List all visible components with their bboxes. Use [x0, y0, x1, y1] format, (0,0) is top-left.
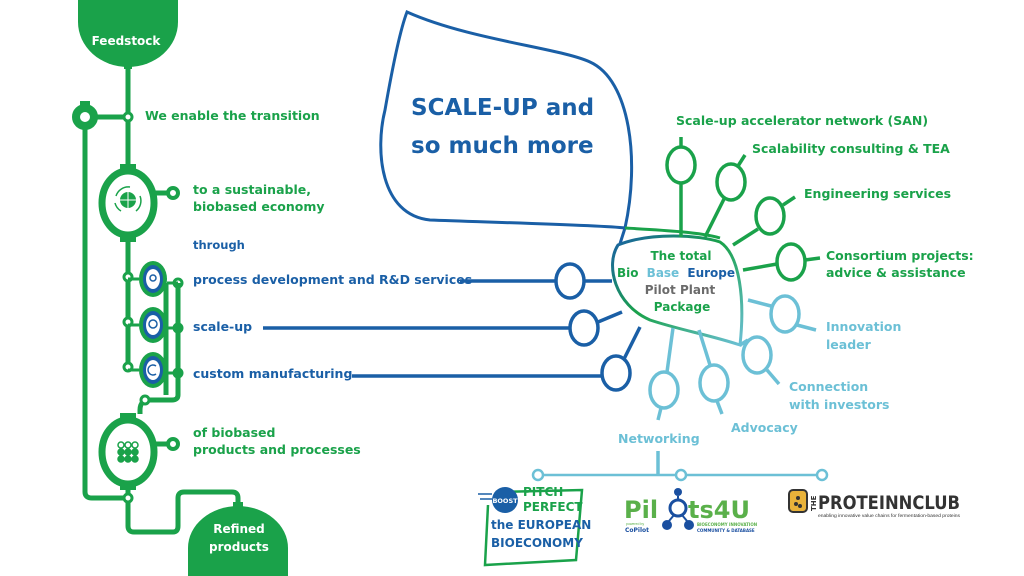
logo-pitch-perfect[interactable]: BOOST PITCH PERFECT the EUROPEAN BIOECON…: [478, 485, 591, 567]
pilots-name-a: Pil: [624, 496, 658, 524]
pitch-line-3: the EUROPEAN: [491, 518, 591, 532]
branch-node: [600, 354, 632, 392]
branch-label-innovation-1: Innovation: [826, 319, 901, 334]
hub-line-1: The total: [651, 249, 712, 263]
service-label-rd: process development and R&D services: [193, 272, 472, 287]
branch-node: [698, 363, 730, 403]
protein-name: PROTEINNCLUB: [818, 492, 960, 514]
sustainable-text-2: biobased economy: [193, 199, 325, 214]
logo-proteinnclub[interactable]: THE PROTEINNCLUB enabling innovative val…: [788, 489, 961, 518]
branch-label-consortium-2: advice & assistance: [826, 265, 966, 280]
branch-node: [665, 145, 697, 185]
hub-bio: Bio: [617, 266, 639, 280]
valve-icon: [72, 101, 98, 130]
headline-line-2: so much more: [411, 133, 594, 159]
service-vessel: [139, 307, 167, 343]
hub-line-2: Bio Base Europe: [617, 266, 735, 280]
branch-label-tea: Scalability consulting & TEA: [752, 141, 950, 156]
branch-node: [769, 294, 801, 334]
hub-line-3: Pilot Plant: [645, 283, 716, 297]
pitch-line-1: PITCH: [523, 485, 563, 499]
globe-recycle-icon: [114, 186, 142, 212]
branch-node: [741, 335, 773, 375]
branch-node: [754, 196, 786, 236]
pitch-badge: BOOST: [492, 497, 518, 505]
refined-label-2: products: [209, 540, 269, 554]
hub-europe: Europe: [687, 266, 735, 280]
branch-label-engineering: Engineering services: [804, 186, 951, 201]
refined-tank: [188, 506, 288, 576]
branch-node: [775, 242, 807, 282]
protein-tagline: enabling innovative value chains for fer…: [818, 513, 961, 518]
pilots-copilot: CoPilot: [625, 527, 649, 534]
branch-label-consortium-1: Consortium projects:: [826, 248, 974, 263]
biobased-text-1: of biobased: [193, 425, 275, 440]
enable-text: We enable the transition: [145, 108, 320, 123]
lightblue-branches: [531, 294, 829, 482]
pilots-tag-2: COMMUNITY & DATABASE: [697, 528, 755, 533]
protein-the: THE: [810, 495, 818, 511]
branch-label-advocacy: Advocacy: [731, 420, 798, 435]
hub-line-4: Package: [654, 300, 711, 314]
branch-label-investors-2: with investors: [789, 397, 889, 412]
logo-pilots4u[interactable]: Pil ts4U powered by CoPilot BIOECONOMY I…: [624, 488, 757, 534]
headline-leaf: [379, 9, 634, 230]
branch-node: [568, 309, 600, 347]
service-vessel: [139, 261, 167, 297]
lightbulb-icon: [149, 274, 157, 282]
blue-branches: [263, 262, 642, 392]
headline-line-1: SCALE-UP and: [411, 95, 594, 121]
pitch-line-4: BIOECONOMY: [491, 536, 583, 550]
through-text: through: [193, 238, 245, 252]
pitch-line-2: PERFECT: [523, 500, 583, 514]
gauge-icon: [148, 319, 158, 329]
hub-base: Base: [647, 266, 680, 280]
pipeline: [72, 0, 288, 576]
molecules-icon: [117, 441, 139, 463]
branch-node: [554, 262, 586, 300]
sustainable-text-1: to a sustainable,: [193, 182, 311, 197]
branch-node: [648, 370, 680, 410]
refined-label-1: Refined: [213, 522, 265, 536]
feedstock-label: Feedstock: [92, 34, 162, 48]
pilots-tag-1: BIOECONOMY INNOVATION: [697, 522, 757, 527]
feedstock-tank: [78, 0, 178, 67]
service-label-scaleup: scale-up: [193, 319, 252, 334]
branch-label-networking: Networking: [618, 431, 700, 446]
branch-label-san: Scale-up accelerator network (SAN): [676, 113, 928, 128]
signal-icon: [147, 364, 157, 376]
service-vessel: [139, 352, 167, 388]
pilots-powered: powered by: [626, 522, 644, 526]
green-branches: [665, 137, 821, 282]
branch-node: [715, 162, 747, 202]
branch-label-investors-1: Connection: [789, 379, 868, 394]
biobased-text-2: products and processes: [193, 442, 361, 457]
branch-label-innovation-2: leader: [826, 337, 872, 352]
service-label-manufacturing: custom manufacturing: [193, 366, 352, 381]
pilots-name-b: ts4U: [688, 496, 750, 524]
